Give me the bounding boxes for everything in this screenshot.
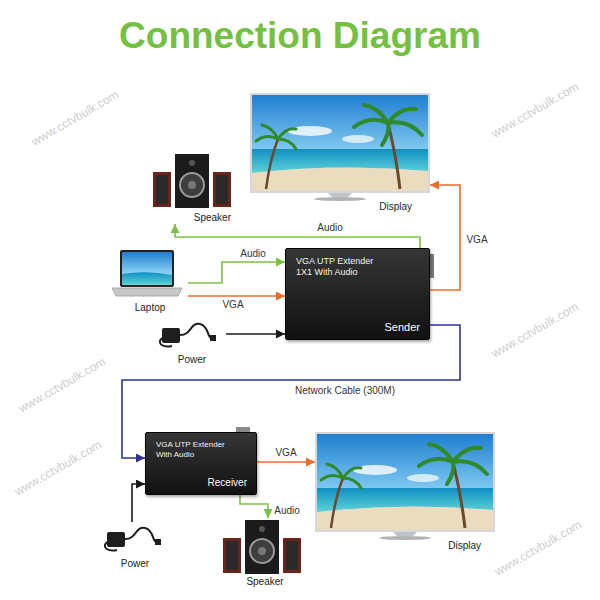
watermark: www.cctvbulk.com — [489, 299, 581, 360]
display-monitor — [315, 432, 495, 540]
diagram-title: Connection Diagram — [0, 14, 600, 58]
laptop-screen — [122, 252, 172, 285]
watermark: www.cctvbulk.com — [16, 354, 108, 415]
display-monitor — [250, 93, 430, 201]
watermark: www.cctvbulk.com — [489, 79, 581, 140]
watermark: www.cctvbulk.com — [12, 437, 104, 498]
signal-label: VGA — [273, 447, 298, 459]
laptop: Laptop — [112, 250, 188, 314]
signal-label: Network Cable (300M) — [293, 385, 397, 397]
receiver-unit: VGA UTP Extender With AudioReceiver — [145, 432, 257, 495]
model-text: VGA UTP Extender With Audio — [156, 440, 236, 460]
laptop-base — [112, 288, 182, 296]
device-label: Display — [379, 201, 412, 213]
watermark: www.cctvbulk.com — [29, 87, 121, 148]
unit-name: Receiver — [208, 476, 247, 489]
cable-connector — [175, 224, 420, 248]
cable-connector — [430, 185, 460, 290]
signal-label: Audio — [272, 505, 302, 517]
device-label: Speaker — [194, 212, 231, 224]
power-adapter: Power — [158, 318, 226, 366]
cable-connector — [240, 495, 268, 518]
display-monitor: Display — [250, 93, 430, 213]
sender-unit: VGA UTP Extender 1X1 With AudioSender — [285, 248, 430, 340]
cable-connector — [188, 295, 285, 297]
signal-label: Audio — [238, 248, 268, 260]
signal-label: VGA — [220, 299, 245, 311]
device-label: Speaker — [218, 576, 312, 588]
device-label: Laptop — [112, 302, 188, 314]
speaker-set: Speaker — [150, 152, 235, 224]
cable-connector — [226, 333, 285, 335]
device-label: Power — [158, 354, 226, 366]
device-label: Display — [448, 540, 481, 552]
speaker-set: Speaker — [218, 518, 312, 588]
device-label: Power — [103, 558, 167, 570]
signal-label: VGA — [464, 234, 489, 246]
cable-connector — [257, 461, 315, 463]
laptop-drawing — [112, 250, 182, 296]
cable-connector — [188, 262, 285, 283]
watermark: www.cctvbulk.com — [492, 517, 584, 578]
signal-label: Audio — [315, 222, 345, 234]
unit-name: Sender — [385, 320, 420, 334]
laptop-wallpaper — [122, 272, 172, 285]
speaker-set — [153, 154, 231, 208]
power-adapter — [105, 528, 161, 551]
sender-port — [430, 254, 434, 278]
display-monitor: Display — [315, 432, 495, 552]
power-adapter: Power — [103, 522, 167, 570]
speaker-set — [223, 520, 301, 574]
cable-connector — [132, 484, 145, 522]
laptop-lid — [120, 250, 174, 287]
model-text: VGA UTP Extender 1X1 With Audio — [296, 256, 386, 278]
power-adapter — [160, 324, 216, 347]
